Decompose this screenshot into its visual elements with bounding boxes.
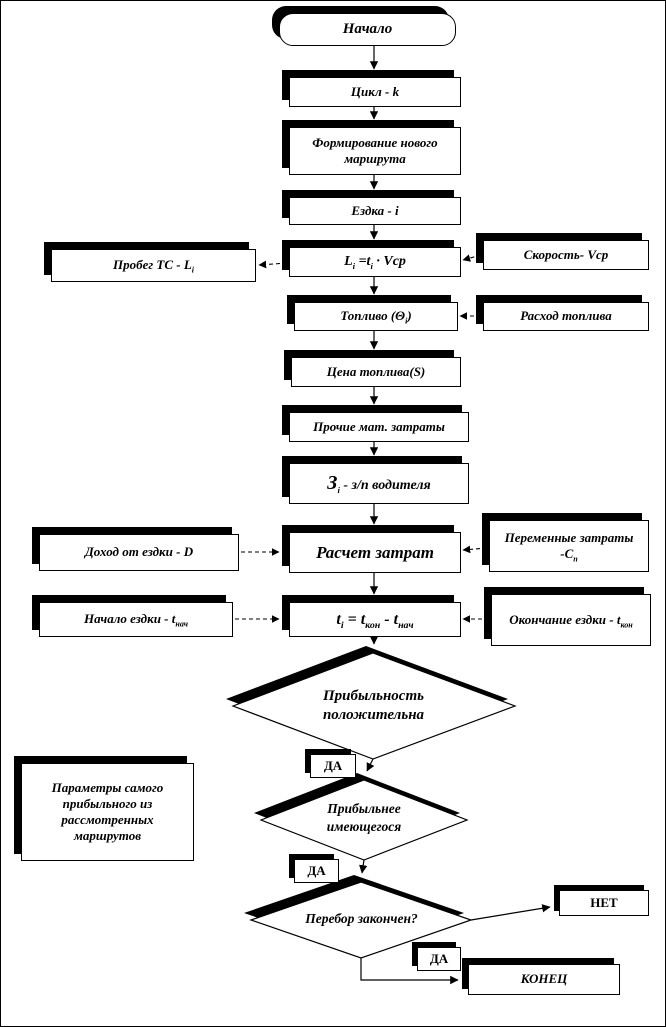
node-driver-salary: Зi - з/п водителя [289,463,469,504]
yes1-text: ДА [323,757,343,773]
data-link-speed [462,254,482,262]
node-distance-formula: Li =ti · Vср [289,247,461,277]
node-income-label: Доход от ездки - D [84,544,194,560]
decision-more-profitable-text: Прибыльнее имеющегося [326,801,402,834]
flow-connector-yes2 [359,859,368,874]
node-trip-end-label: Окончание ездки - tкон [509,611,633,630]
decision-more-profitable: Прибыльнее имеющегося [249,768,479,868]
diamond-face [231,652,517,760]
node-best-params: Параметры самого прибыльного из рассмотр… [21,763,194,861]
node-cycle-label: Цикл - k [350,83,400,99]
flow-connector-yes3-end [360,958,459,985]
node-trip-start-label: Начало ездки - tнач [83,611,188,629]
node-other-costs: Прочие мат. затраты [289,412,469,442]
node-fuel-rate: Расход топлива [483,302,649,331]
node-other-costs-label: Прочие мат. затраты [313,418,445,434]
flow-connector-yes1 [366,758,375,772]
branch-yes2-label: ДА [294,859,339,883]
node-mileage: Пробег ТС - Li [51,249,256,282]
node-income: Доход от ездки - D [39,534,239,571]
node-time-formula-label: ti = tкон - tнач [336,610,414,631]
node-fuel-price: Цена топлива(S) [291,357,461,387]
node-trip-label: Ездка - i [351,202,399,218]
node-speed-label: Скорость- Vср [523,246,609,262]
node-fuel-rate-label: Расход топлива [520,308,612,324]
decision-enum-done-label: Перебор закончен? [239,870,484,968]
node-cycle: Цикл - k [289,77,461,107]
node-cost-calc: Расчет затрат [289,532,461,573]
diamond-shape [226,646,517,760]
node-start: Начало [279,13,456,46]
node-end: КОНЕЦ [468,964,620,995]
data-link-mileage [258,260,288,269]
decision-profit-positive-text: Прибыльность положительна [322,687,425,724]
branch-yes1-label: ДА [310,754,356,778]
node-trip: Ездка - i [289,197,461,225]
decision-profit-positive-label: Прибыльность положительна [221,641,526,771]
diamond-face [259,779,469,861]
node-trip-start: Начало ездки - tнач [39,602,233,637]
node-time-formula: ti = tкон - tнач [289,602,461,637]
node-driver-salary-label: Зi - з/п водителя [327,472,431,495]
decision-enum-done: Перебор закончен? [239,870,484,968]
decision-profit-positive: Прибыльность положительна [221,641,526,771]
decision-more-profitable-label: Прибыльнее имеющегося [249,768,479,868]
decision-enum-done-text: Перебор закончен? [305,911,418,927]
node-cost-calc-label: Расчет затрат [316,542,434,562]
diamond-face [249,881,473,959]
node-fuel-price-label: Цена топлива(S) [326,363,426,379]
node-route-formation: Формирование нового маршрута [289,127,461,175]
node-mileage-label: Пробег ТС - Li [112,257,195,275]
flow-connector-no [470,904,551,921]
node-best-params-label: Параметры самого прибыльного из рассмотр… [51,779,164,844]
node-variable-costs-label: Переменные затраты -Сп [504,529,634,564]
node-trip-end: Окончание ездки - tкон [491,594,651,646]
node-fuel: Топливо (Θi) [294,302,458,331]
node-start-label: Начало [342,21,393,38]
data-link-variable-costs [462,545,488,554]
branch-yes3-label: ДА [417,947,461,971]
diamond-shape [244,875,473,959]
node-end-label: КОНЕЦ [520,971,568,987]
branch-no-label: НЕТ [559,890,649,916]
yes3-text: ДА [429,950,449,966]
yes2-text: ДА [307,862,326,878]
diamond-shape [254,773,469,861]
node-variable-costs: Переменные затраты -Сп [489,520,649,572]
node-distance-formula-label: Li =ti · Vср [344,254,406,272]
no-text: НЕТ [590,894,618,910]
node-route-formation-label: Формирование нового маршрута [312,134,438,166]
node-fuel-label: Топливо (Θi) [340,308,412,326]
node-speed: Скорость- Vср [483,240,649,270]
